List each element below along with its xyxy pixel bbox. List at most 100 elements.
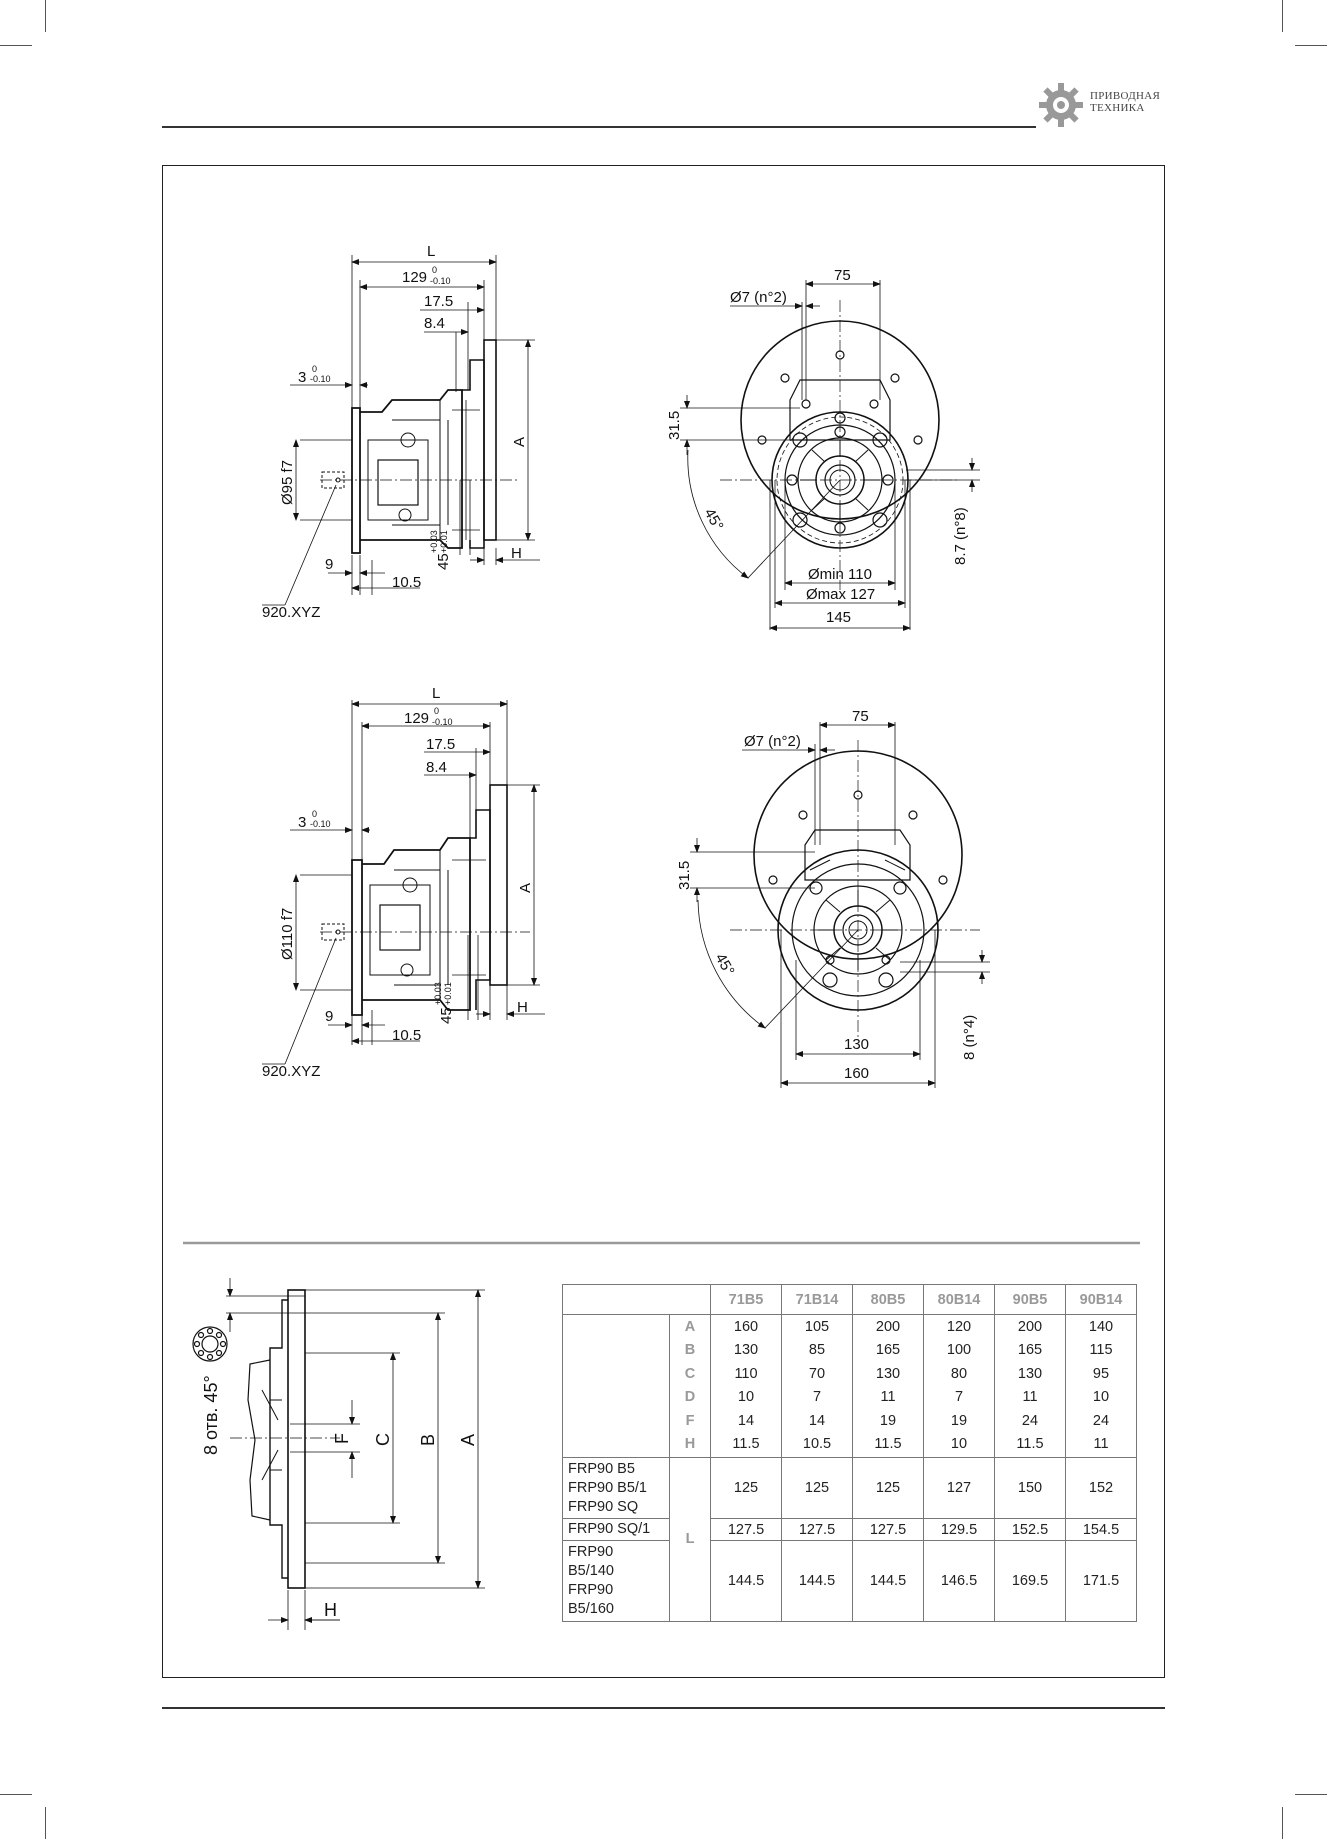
column-header: 90B14 xyxy=(1065,1284,1137,1315)
table-row: FRP90 SQ/1 127.5 127.5 127.5 129.5 152.5… xyxy=(562,1518,1137,1541)
dim-L: L xyxy=(432,685,440,702)
row-label: FRP90 B5/140 FRP90 B5/160 xyxy=(562,1540,670,1622)
table-cell: 129.5 xyxy=(923,1518,995,1541)
dim-75: 75 xyxy=(834,267,851,284)
table-row: FRP90 B5 FRP90 B5/1 FRP90 SQ L 125 125 1… xyxy=(562,1457,1137,1622)
dim-130: 130 xyxy=(844,1036,869,1053)
tol-up: +0.03 xyxy=(429,530,439,553)
column-header: 90B5 xyxy=(994,1284,1066,1315)
dim-17: 17.5 xyxy=(426,736,455,753)
table-cell: 160 130 110 10 14 11.5 xyxy=(710,1314,782,1458)
tol-lo: -0.10 xyxy=(310,819,331,829)
table-cell: 152.5 xyxy=(994,1518,1066,1541)
dim-9: 9 xyxy=(325,1008,333,1025)
tol-lo: -0.10 xyxy=(310,374,331,384)
dim-31: 31.5 xyxy=(676,861,693,890)
L-label: L xyxy=(669,1457,711,1622)
crop-mark xyxy=(0,1794,32,1795)
tol-lo: -0.10 xyxy=(430,276,451,286)
table-cell: 171.5 xyxy=(1065,1540,1137,1622)
table-cell: 127.5 xyxy=(852,1518,924,1541)
row-label: FRP90 B5 FRP90 B5/1 FRP90 SQ xyxy=(562,1457,670,1519)
flange-sketch xyxy=(230,1289,340,1589)
dim-dia: Ø110 f7 xyxy=(279,908,296,960)
dim-C: C xyxy=(373,1433,393,1446)
tol-up: 0 xyxy=(434,706,439,716)
logo-line1: ПРИВОДНАЯ xyxy=(1090,90,1161,102)
column-header: 80B14 xyxy=(923,1284,995,1315)
footer-rule xyxy=(162,1707,1165,1709)
table-corner xyxy=(562,1284,711,1315)
tol-up: 0 xyxy=(432,265,437,275)
dim-45: 45 xyxy=(435,553,452,570)
crop-mark xyxy=(1295,1794,1327,1795)
dim-H: H xyxy=(517,999,528,1016)
tol-lo: -0.10 xyxy=(432,717,453,727)
side-view-top xyxy=(320,339,520,554)
dim-F: F xyxy=(332,1433,352,1444)
table-row: A B C D F H 160 130 110 10 14 11.5 105 8… xyxy=(562,1314,1137,1458)
table-cell: 150 xyxy=(994,1457,1066,1519)
dim-9: 9 xyxy=(325,556,333,573)
param-codes: A B C D F H xyxy=(669,1314,711,1458)
table-cell: 169.5 xyxy=(994,1540,1066,1622)
tol-up: 0 xyxy=(312,809,317,819)
dim-H: H xyxy=(511,545,522,562)
row-label: FRP90 SQ/1 xyxy=(562,1518,670,1541)
logo-line2: ТЕХНИКА xyxy=(1090,102,1145,114)
table-row: FRP90 B5/140 FRP90 B5/160 144.5 144.5 14… xyxy=(562,1540,1137,1622)
dim-31: 31.5 xyxy=(666,411,683,440)
dim-angle: 45° xyxy=(712,951,738,979)
table-cell: 125 xyxy=(781,1457,853,1519)
dim-129: 129 xyxy=(402,269,427,286)
table-cell: 127.5 xyxy=(710,1518,782,1541)
dim-dia: Ø95 f7 xyxy=(279,460,296,505)
table-cell: 105 85 70 7 14 10.5 xyxy=(781,1314,853,1458)
crop-mark xyxy=(0,45,32,46)
table-cell: 125 xyxy=(710,1457,782,1519)
table-cell: 154.5 xyxy=(1065,1518,1137,1541)
table-cell: 200 165 130 11 24 11.5 xyxy=(994,1314,1066,1458)
dim-145: 145 xyxy=(826,609,851,626)
dim-10: 10.5 xyxy=(392,574,421,591)
logo-text: ПРИВОДНАЯ ТЕХНИКА xyxy=(1090,90,1160,114)
dim-hole: Ø7 (n°2) xyxy=(744,733,801,750)
table-cell xyxy=(562,1314,670,1458)
tol-lo: +0.01 xyxy=(443,982,453,1005)
table-cell: 144.5 xyxy=(710,1540,782,1622)
dim-A: A xyxy=(517,883,534,893)
table-cell: 152 xyxy=(1065,1457,1137,1519)
dim-angle: 45° xyxy=(701,506,727,534)
dim-129: 129 xyxy=(404,710,429,727)
front-view-top xyxy=(720,300,960,590)
dim-17: 17.5 xyxy=(424,293,453,310)
column-header: 71B5 xyxy=(710,1284,782,1315)
table-cell: 144.5 xyxy=(852,1540,924,1622)
dim-45: 45 xyxy=(438,1007,455,1024)
drawing-frame xyxy=(162,165,1165,1678)
dim-L: L xyxy=(427,243,435,260)
table-cell: 120 100 80 7 19 10 xyxy=(923,1314,995,1458)
dim-3: 3 xyxy=(298,369,306,386)
dim-hole: Ø7 (n°2) xyxy=(730,289,787,306)
header-rule xyxy=(162,126,1036,128)
dim-160: 160 xyxy=(844,1065,869,1082)
flange-hole-icon xyxy=(192,1326,228,1362)
front-view-bottom xyxy=(730,740,980,1040)
dim-A: A xyxy=(458,1434,478,1446)
dim-holes: 8 (n°4) xyxy=(961,1015,978,1060)
part-number: 920.XYZ xyxy=(262,604,320,621)
tol-up: 0 xyxy=(312,364,317,374)
tol-lo: +0.01 xyxy=(439,530,449,553)
crop-mark xyxy=(45,1807,46,1839)
crop-mark xyxy=(1282,1807,1283,1839)
table-cell: 144.5 xyxy=(781,1540,853,1622)
table-header-row: 71B5 71B14 80B5 80B14 90B5 90B14 xyxy=(562,1284,1137,1315)
crop-mark xyxy=(1282,0,1283,32)
table-cell: 125 xyxy=(852,1457,924,1519)
dim-A: A xyxy=(511,437,528,447)
gear-logo-icon xyxy=(1039,83,1083,127)
table-cell: 140 115 95 10 24 11 xyxy=(1065,1314,1137,1458)
dim-H: H xyxy=(324,1600,337,1620)
